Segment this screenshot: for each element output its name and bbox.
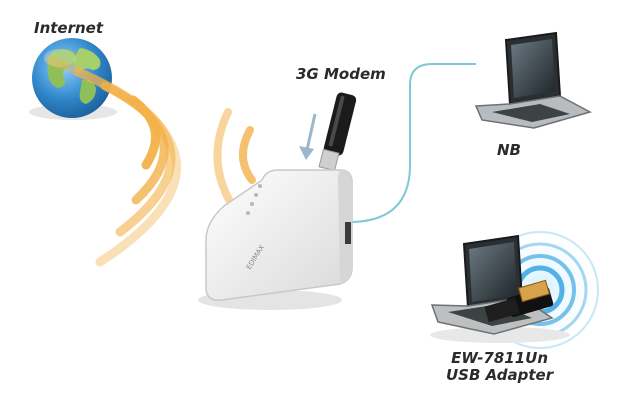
label-internet: Internet — [34, 19, 104, 37]
ethernet-cable — [348, 63, 476, 223]
label-usb-model: EW-7811Un — [451, 349, 549, 367]
router-icon: EDIMAX — [198, 169, 353, 310]
usb-modem-icon — [318, 92, 357, 172]
label-nb: NB — [497, 141, 521, 159]
arrow-down-icon — [299, 113, 317, 160]
label-usb-adapter: EW-7811Un USB Adapter — [446, 350, 553, 384]
usb-adapter-icon — [484, 279, 554, 323]
globe-icon — [29, 38, 117, 120]
label-3g-modem: 3G Modem — [296, 65, 386, 83]
wifi-waves-icon — [45, 55, 256, 267]
laptop-icon — [474, 31, 592, 129]
label-usb-type: USB Adapter — [446, 366, 554, 384]
laptop-usb-icon — [430, 234, 570, 343]
